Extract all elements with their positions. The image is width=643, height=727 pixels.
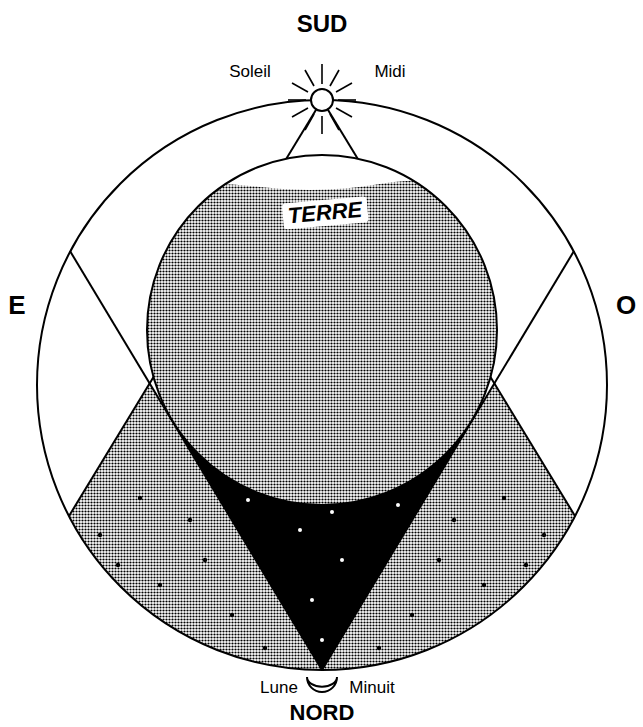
direction-label: E <box>8 291 25 320</box>
star-dots <box>98 496 546 650</box>
moon-crescent <box>307 677 337 692</box>
earth-outline <box>147 155 497 505</box>
sky-circle <box>37 100 607 670</box>
moon-label: Lune <box>260 679 298 698</box>
direction-label: NORD <box>290 701 355 725</box>
sun-label: Soleil <box>229 63 271 82</box>
direction-label: SUD <box>297 11 348 37</box>
sight-lines <box>69 100 575 670</box>
earth-night-shade <box>140 180 505 510</box>
time-label: Minuit <box>349 679 394 698</box>
direction-label: O <box>616 291 636 320</box>
sun-symbol <box>288 64 356 134</box>
earth-circle: TERRE <box>147 155 497 505</box>
time-label: Midi <box>374 63 405 82</box>
